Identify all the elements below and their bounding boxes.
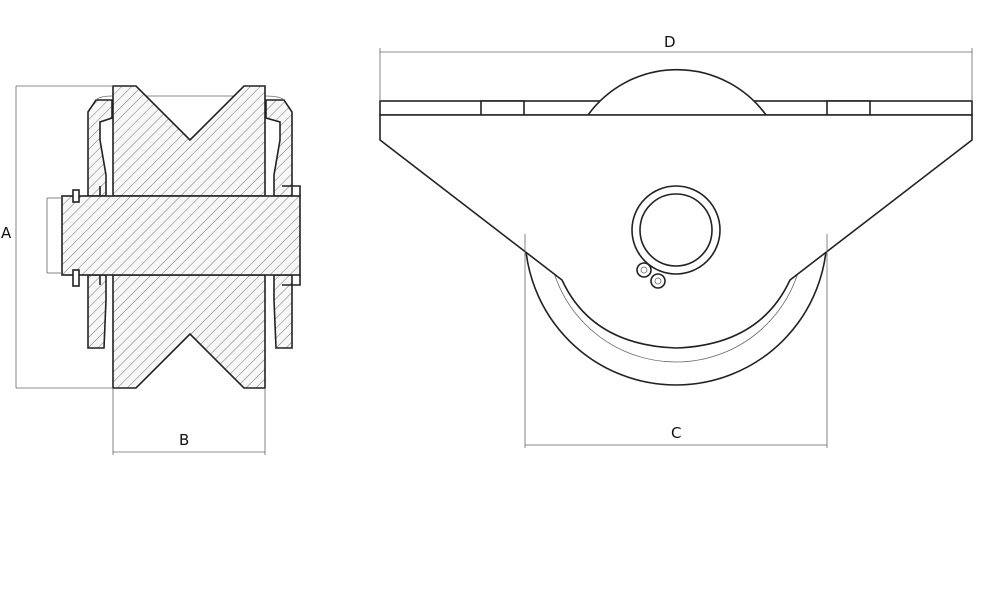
wheel-top-arc [586,68,768,116]
circlip-eye-right [650,273,666,289]
circlip-eye-left [636,262,652,278]
retaining-pin-top [72,189,80,203]
bracket-arm-left-lower [87,274,107,349]
bushing-steps [99,185,301,286]
retaining-pin-bottom [72,269,80,287]
bracket-arm-right [265,99,293,197]
wheel-section-lower [112,274,266,389]
mounting-slot-right [826,100,871,116]
wheel-section-upper [112,85,266,197]
front-view: D C [379,33,973,448]
axle-end [639,193,713,267]
section-view: A B [1,85,301,455]
dimension-a-label: A [1,224,12,242]
circlip-hole-left [640,266,648,274]
wheel-inner-rim [547,233,805,363]
dimension-d-label: D [664,33,676,51]
bracket-arm-right-lower [273,274,293,349]
circlip [631,185,721,275]
axle-shaft [61,195,301,276]
mounting-slot-left [480,100,525,116]
circlip-hole-right [654,277,662,285]
dimension-b-label: B [179,431,189,449]
bracket-arm-left [87,99,113,197]
dimension-c-label: C [671,424,681,442]
